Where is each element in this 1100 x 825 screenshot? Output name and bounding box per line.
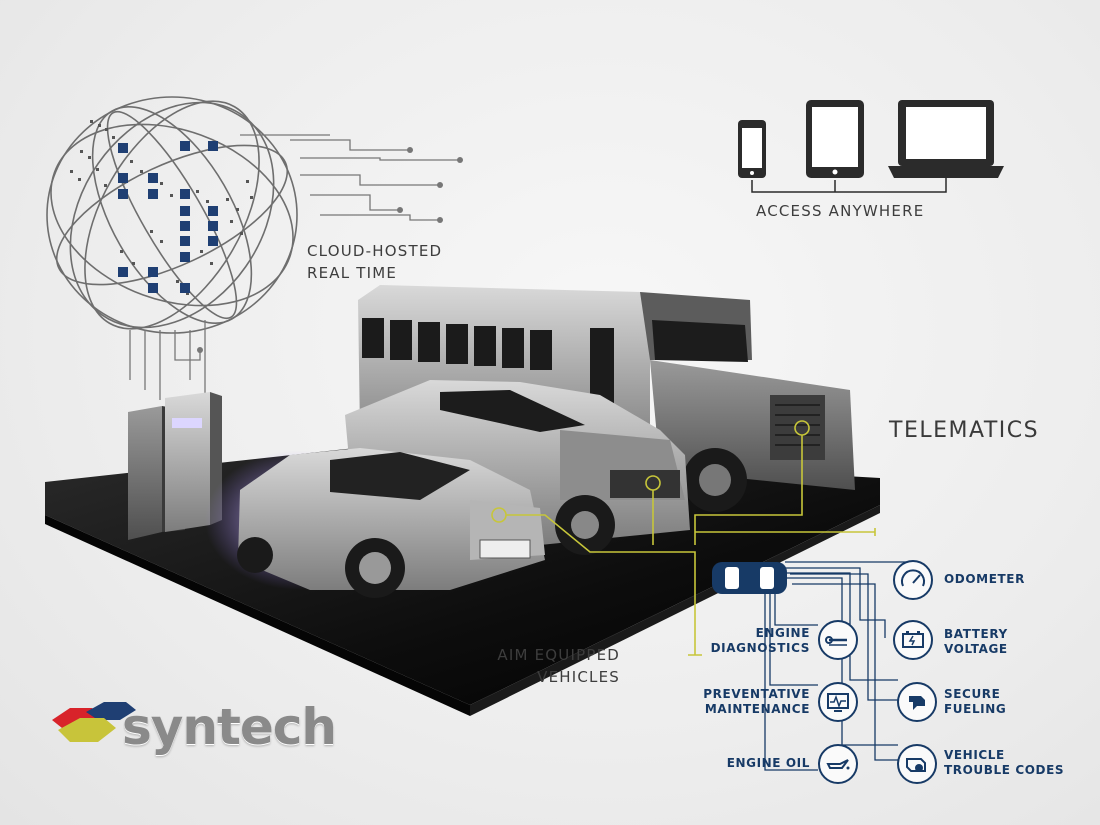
wrench-screwdriver-icon	[818, 620, 858, 660]
feature-oil: ENGINE OIL	[700, 756, 810, 771]
logo-mark	[52, 702, 136, 742]
globe-dots	[70, 120, 253, 295]
codes-line2: TROUBLE CODES	[944, 763, 1065, 777]
fueling-line1: SECURE	[944, 687, 1001, 701]
battery-icon	[893, 620, 933, 660]
phone-icon	[738, 120, 766, 178]
feature-battery: BATTERY VOLTAGE	[944, 627, 1008, 657]
diagnostics-line2: DIAGNOSTICS	[710, 641, 810, 655]
cloud-line1: CLOUD-HOSTED	[307, 242, 443, 260]
globe-icon	[46, 96, 298, 334]
cloud-label: CLOUD-HOSTED REAL TIME	[307, 240, 442, 284]
feature-odometer: ODOMETER	[944, 572, 1025, 587]
battery-line2: VOLTAGE	[944, 642, 1008, 656]
feature-codes: VEHICLE TROUBLE CODES	[944, 748, 1064, 778]
car-top-icon	[712, 562, 787, 594]
vehicles-line2: VEHICLES	[537, 668, 620, 686]
circuit-lines	[129, 134, 460, 400]
monitor-pulse-icon	[818, 682, 858, 722]
fuel-nozzle-icon	[897, 682, 937, 722]
codes-line1: VEHICLE	[944, 748, 1005, 762]
tablet-icon	[806, 100, 864, 178]
globe-blue-squares	[118, 141, 218, 293]
logo: syntech	[122, 698, 337, 756]
vehicles-line1: AIM EQUIPPED	[497, 646, 620, 664]
battery-line1: BATTERY	[944, 627, 1008, 641]
cloud-line2: REAL TIME	[307, 264, 398, 282]
oil-can-icon	[818, 744, 858, 784]
feature-maintenance: PREVENTATIVE MAINTENANCE	[690, 687, 810, 717]
maintenance-line2: MAINTENANCE	[704, 702, 810, 716]
pickup-truck	[345, 380, 690, 555]
device-connector	[751, 178, 947, 193]
diagnostics-line1: ENGINE	[755, 626, 810, 640]
feature-connectors	[764, 561, 911, 771]
telematics-title: TELEMATICS	[889, 418, 1040, 443]
vehicles-label: AIM EQUIPPED VEHICLES	[486, 644, 620, 688]
access-label: ACCESS ANYWHERE	[756, 202, 925, 220]
check-engine-icon	[897, 744, 937, 784]
feature-diagnostics: ENGINE DIAGNOSTICS	[700, 626, 810, 656]
fueling-line2: FUELING	[944, 702, 1007, 716]
oil-label: ENGINE OIL	[726, 756, 810, 770]
gauge-icon	[893, 560, 933, 600]
server-towers	[128, 392, 222, 540]
laptop-icon	[888, 100, 1004, 178]
maintenance-line1: PREVENTATIVE	[703, 687, 810, 701]
feature-fueling: SECURE FUELING	[944, 687, 1006, 717]
odometer-label: ODOMETER	[944, 572, 1025, 586]
sports-car	[205, 448, 545, 598]
circuit-dots	[197, 147, 463, 353]
connector-lines	[491, 420, 876, 656]
